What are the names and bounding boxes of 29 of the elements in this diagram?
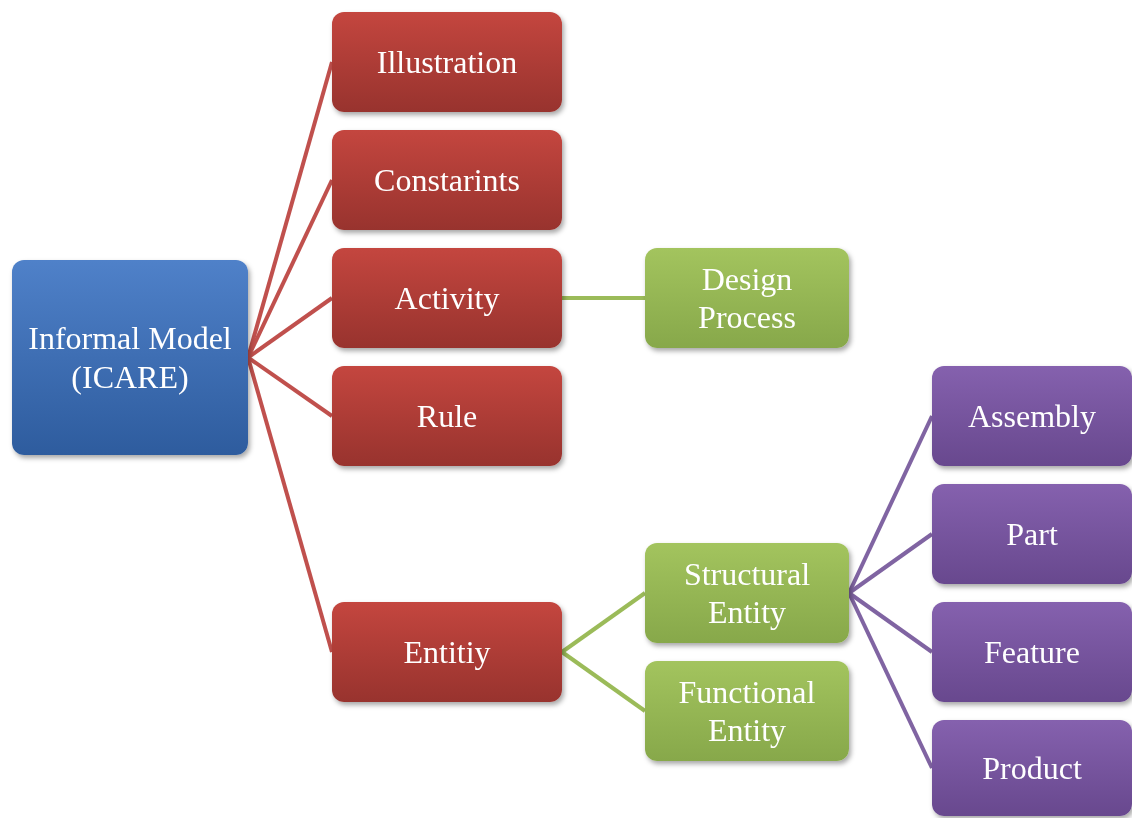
node-box xyxy=(645,543,849,643)
node-box xyxy=(332,602,562,702)
node-label: Entitiy xyxy=(403,632,491,672)
node-box xyxy=(332,130,562,230)
node-label: Feature xyxy=(984,632,1080,672)
node-label: Functional Entity xyxy=(677,672,817,750)
node-box xyxy=(332,12,562,112)
node-box xyxy=(645,661,849,761)
node-label: Informal Model (ICARE) xyxy=(27,319,233,396)
connector-line xyxy=(560,591,647,654)
node-box xyxy=(932,484,1132,584)
node-label: Structural Entity xyxy=(682,554,812,632)
node-label: Activity xyxy=(394,278,500,318)
connector-line xyxy=(560,650,647,713)
node-label: Product xyxy=(982,748,1082,788)
node-box xyxy=(932,602,1132,702)
node-label: Illustration xyxy=(376,42,518,82)
node-label: Design Process xyxy=(697,259,797,337)
node-box xyxy=(332,366,562,466)
node-box xyxy=(645,248,849,348)
node-label: Assembly xyxy=(968,396,1096,436)
node-box xyxy=(332,248,562,348)
connector-line xyxy=(562,296,645,300)
node-box xyxy=(12,260,248,455)
node-box xyxy=(932,366,1132,466)
node-label: Rule xyxy=(416,396,478,436)
node-box xyxy=(932,720,1132,816)
node-label: Part xyxy=(1006,514,1058,554)
node-label: Constarints xyxy=(374,160,520,200)
